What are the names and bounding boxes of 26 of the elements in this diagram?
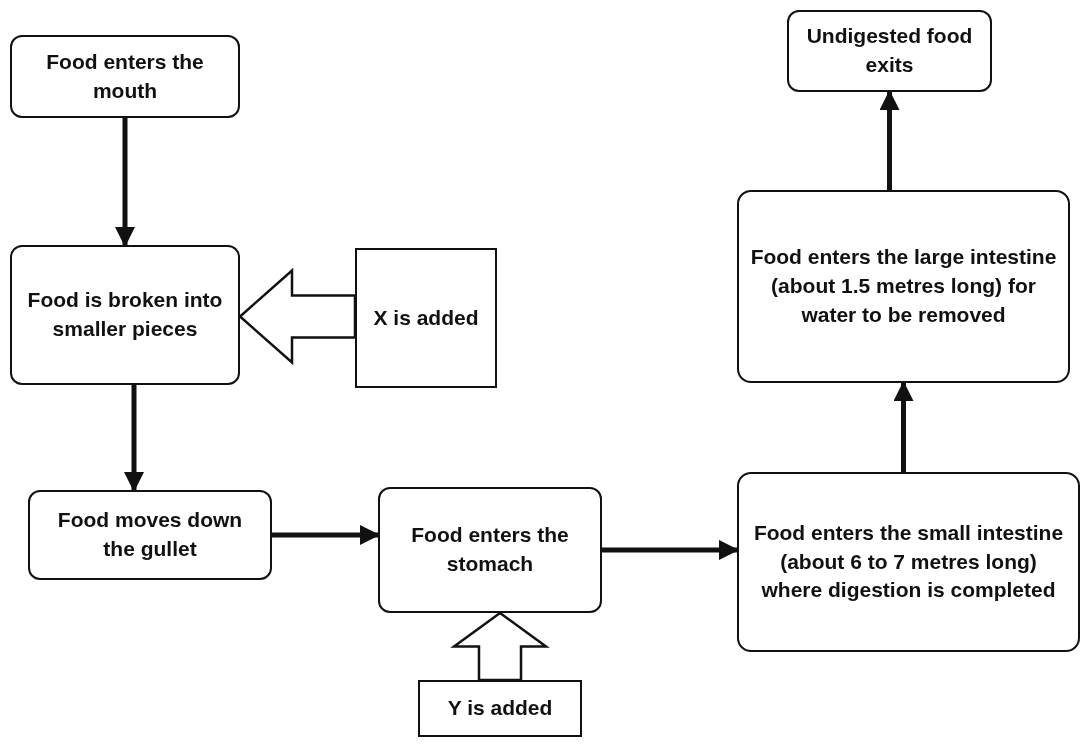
process-box — [28, 490, 272, 580]
step-text: Food enters the mouth — [45, 48, 205, 104]
step-text: Food enters the stomach — [410, 522, 570, 577]
step-text: Food enters the small intestine (about 6 to 7 metres long) where digestion is completed — [752, 519, 1065, 604]
arrow — [602, 540, 739, 560]
step-text: Y is added — [447, 695, 553, 721]
label-box — [355, 248, 497, 388]
process-box — [378, 487, 602, 613]
step-text: X is added — [373, 304, 479, 331]
arrow — [879, 90, 900, 190]
process-box — [787, 10, 992, 92]
step-text: Food is broken into smaller pieces — [26, 287, 224, 342]
step-text: Food enters the large intestine (about 1.5 metres long) for water to be removed — [749, 244, 1058, 328]
arrow — [272, 525, 380, 545]
process-box — [737, 190, 1070, 383]
arrow — [893, 381, 914, 472]
step-text: Food moves down the gullet — [56, 507, 244, 562]
process-box — [737, 472, 1080, 652]
process-box — [10, 245, 240, 385]
label-box — [418, 680, 582, 737]
arrow — [115, 118, 135, 247]
step-text: Undigested food exits — [805, 23, 974, 78]
block-arrow — [450, 611, 550, 682]
block-arrow — [238, 267, 357, 366]
arrow — [124, 385, 144, 492]
process-box — [10, 35, 240, 118]
